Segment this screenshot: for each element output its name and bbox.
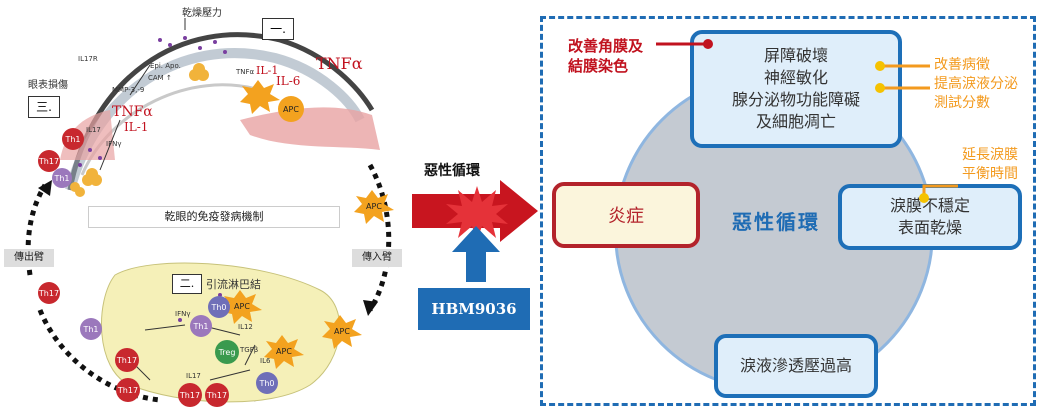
mmp-label: MMP-3,-9: [112, 86, 145, 94]
lymph-node-label: 引流淋巴結: [206, 278, 261, 291]
th0-cell: Th0: [208, 296, 230, 318]
panel-right-border: [1033, 16, 1036, 406]
cycle-label: 惡性循環: [424, 163, 480, 179]
il17-lymph-label: IL17: [186, 372, 201, 380]
section-3-box: 三.: [28, 96, 60, 118]
afferent-arm-label: 傳入臂: [352, 249, 402, 267]
mechanism-caption: 乾眼的免疫發病機制: [88, 206, 340, 228]
efferent-arm-label: 傳出臂: [4, 249, 54, 267]
th1-cell: Th1: [62, 128, 84, 150]
apc-stars: [222, 80, 394, 369]
cam-label: CAM ↑: [148, 74, 172, 82]
conjunctiva-shape: [240, 107, 380, 150]
cycle-center-label: 惡性循環: [732, 210, 820, 234]
hyperosmolarity-box: 淚液滲透壓過高: [714, 334, 878, 398]
th17-cell: Th17: [115, 348, 139, 372]
il6-small-label: IL6: [260, 357, 271, 365]
treg-cell: Treg: [215, 340, 239, 364]
staining-improvement-label: 改善角膜及 結膜染色: [568, 37, 644, 75]
apc-cell: APC: [234, 301, 250, 311]
th17-cell: Th17: [38, 282, 60, 304]
immune-mechanism-illustration: [25, 18, 394, 403]
tnf-right-label: TNFα: [316, 54, 363, 73]
section-1-box: 一.: [262, 18, 294, 40]
dry-stress-label: 乾燥壓力: [182, 8, 222, 19]
tear-breakup-label: 延長淚膜 平衡時間: [962, 147, 1018, 182]
apc-cell: APC: [334, 326, 350, 336]
ifn-label: IFNγ: [106, 140, 122, 148]
th1-cell: Th1: [190, 315, 212, 337]
eye-damage-label: 眼表損傷: [28, 80, 68, 91]
epi-apo-label: Epi. Apo.: [150, 62, 181, 70]
th17-cell: Th17: [116, 378, 140, 402]
inflammation-box: 炎症: [552, 182, 700, 248]
apc-cell: APC: [278, 96, 304, 122]
th17-cell: Th17: [205, 383, 229, 407]
il17-label: IL17: [86, 126, 101, 134]
th17-cell: Th17: [178, 383, 202, 407]
burst-icon: [446, 186, 508, 240]
il12-label: IL12: [238, 323, 253, 331]
afferent-arrow: [367, 163, 392, 312]
barrier-damage-box: 屏障破壞 神經敏化 腺分泌物功能障礙 及細胞凋亡: [690, 30, 902, 148]
tnf-left-label: TNFα: [112, 104, 153, 120]
il1-right-label: IL-1: [256, 64, 279, 77]
th1-cell: Th1: [52, 168, 72, 188]
apc-cell: APC: [366, 201, 382, 211]
up-arrow-icon: [452, 226, 500, 282]
apc-cell: APC: [276, 346, 292, 356]
il17r-label: IL17R: [78, 55, 98, 63]
th0-cell: Th0: [256, 372, 278, 394]
th1-cell: Th1: [80, 318, 102, 340]
hbm9036-badge: HBM9036: [418, 288, 530, 330]
ifn-lymph-label: IFNγ: [175, 310, 191, 318]
il1-left-label: IL-1: [124, 120, 149, 134]
symptom-improvement-label: 改善病徵 提高淚液分泌 測試分數: [934, 57, 1018, 111]
section-2-box: 二.: [172, 274, 202, 294]
tnf-small-label: TNFα: [236, 68, 255, 76]
cycle-panel: [540, 16, 1036, 406]
il6-label: IL-6: [276, 74, 301, 88]
th17-cell: Th17: [38, 150, 60, 172]
tgf-label: TGFβ: [240, 346, 259, 354]
lymph-node-shape: [101, 262, 341, 403]
